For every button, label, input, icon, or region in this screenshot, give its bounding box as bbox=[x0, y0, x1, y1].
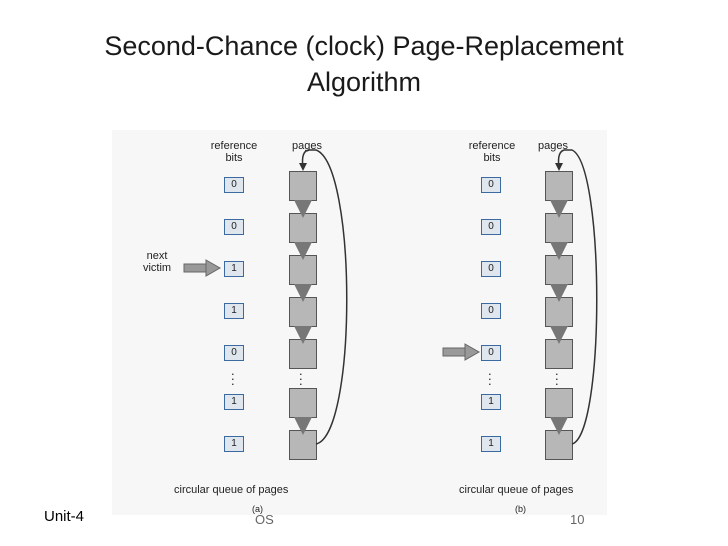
caption-a: circular queue of pages bbox=[174, 484, 289, 496]
page-frame-1 bbox=[289, 171, 317, 201]
footer-unit-label: Unit-4 bbox=[44, 508, 85, 525]
page-frame-2 bbox=[289, 213, 317, 243]
slide-title-line2: Algorithm bbox=[306, 67, 422, 97]
reference-bits-header-b-line1: reference bbox=[468, 140, 516, 152]
ellipsis-bits: ... bbox=[231, 363, 235, 388]
slide-title-line1: Second-Chance (clock) Page-Replacement bbox=[104, 31, 624, 61]
reference-bit-b-3: 0 bbox=[481, 261, 501, 277]
reference-bit-4: 1 bbox=[224, 303, 244, 319]
footer-slide-number: 10 bbox=[570, 512, 585, 527]
reference-bits-header-line2: bits bbox=[225, 152, 243, 164]
reference-bit-b-1: 0 bbox=[481, 177, 501, 193]
reference-bit-1: 0 bbox=[224, 177, 244, 193]
next-victim-label: next victim bbox=[132, 250, 182, 274]
sublabel-b: (b) bbox=[515, 504, 526, 514]
page-frame-7 bbox=[289, 430, 317, 460]
page-frame-6 bbox=[289, 388, 317, 418]
ellipsis-bits-b: ... bbox=[488, 363, 492, 388]
footer-course-label: OS bbox=[255, 512, 274, 527]
page-frame-b-3 bbox=[545, 255, 573, 285]
reference-bit-b-2: 0 bbox=[481, 219, 501, 235]
reference-bit-b-4: 0 bbox=[481, 303, 501, 319]
reference-bit-b-6: 1 bbox=[481, 394, 501, 410]
page-frame-b-7 bbox=[545, 430, 573, 460]
queue-arrows-a bbox=[183, 149, 348, 445]
reference-bits-header: reference bits bbox=[204, 140, 264, 164]
slide-title: Second-Chance (clock) Page-Replacement A… bbox=[0, 28, 728, 100]
page-frame-5 bbox=[289, 339, 317, 369]
caption-b: circular queue of pages bbox=[459, 484, 574, 496]
pointer-arrow-b bbox=[442, 343, 481, 361]
ellipsis-pages: ... bbox=[299, 363, 303, 388]
reference-bits-header-line1: reference bbox=[210, 140, 258, 152]
reference-bit-b-7: 1 bbox=[481, 436, 501, 452]
pages-header-b: pages bbox=[538, 140, 568, 152]
panel-a: reference bits pages 0 0 1 1 0 1 1 ... .… bbox=[112, 130, 362, 515]
reference-bits-header-b: reference bits bbox=[462, 140, 522, 164]
reference-bit-2: 0 bbox=[224, 219, 244, 235]
pages-header: pages bbox=[292, 140, 322, 152]
reference-bit-6: 1 bbox=[224, 394, 244, 410]
next-victim-label-line2: victim bbox=[142, 262, 172, 274]
sublabel-a: (a) bbox=[252, 504, 263, 514]
reference-bit-5: 0 bbox=[224, 345, 244, 361]
reference-bits-header-b-line2: bits bbox=[483, 152, 501, 164]
reference-bit-3: 1 bbox=[224, 261, 244, 277]
next-victim-label-line1: next bbox=[146, 250, 168, 262]
page-frame-b-6 bbox=[545, 388, 573, 418]
queue-arrows-b bbox=[442, 149, 598, 445]
panel-b: reference bits pages 0 0 0 0 0 1 1 ... .… bbox=[367, 130, 607, 515]
clock-algorithm-figure: reference bits pages 0 0 1 1 0 1 1 ... .… bbox=[112, 130, 607, 515]
next-victim-arrow bbox=[183, 259, 222, 277]
reference-bit-b-5: 0 bbox=[481, 345, 501, 361]
reference-bit-7: 1 bbox=[224, 436, 244, 452]
page-frame-4 bbox=[289, 297, 317, 327]
ellipsis-pages-b: ... bbox=[555, 363, 559, 388]
